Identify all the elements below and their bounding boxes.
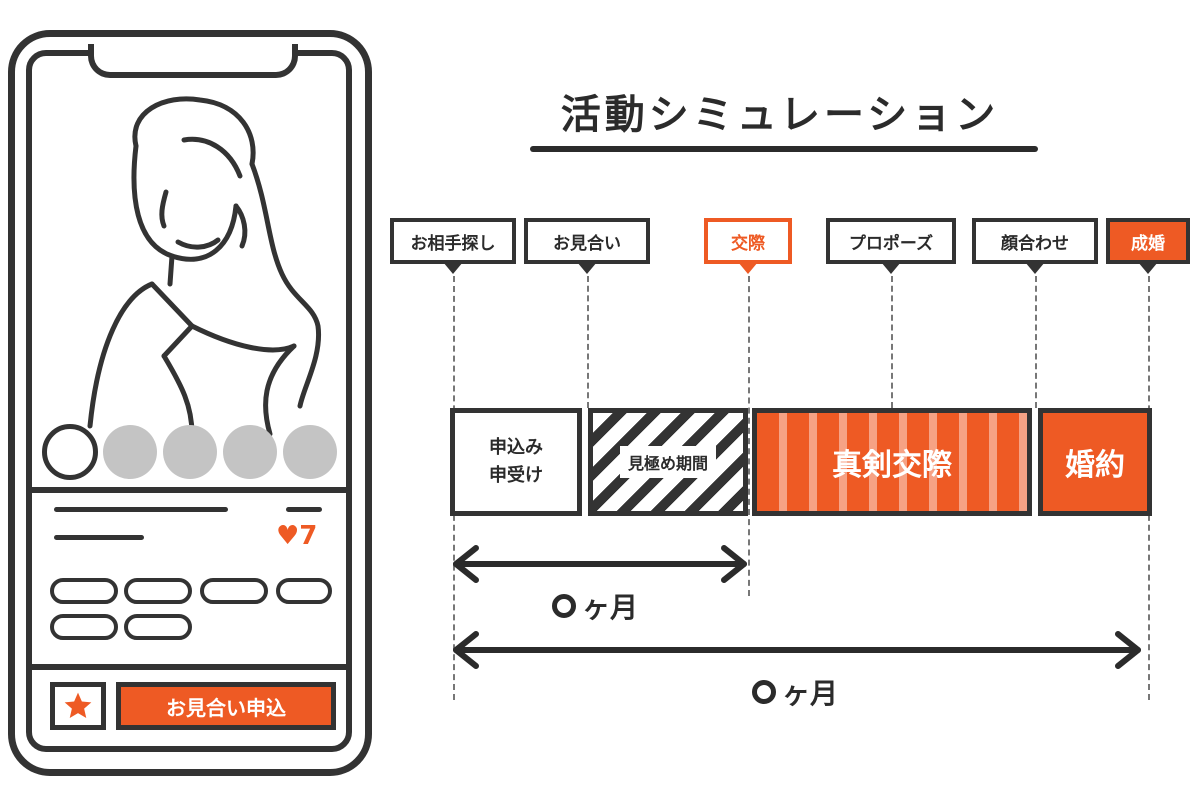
tag-pill[interactable] [276,578,332,604]
guide-line [748,276,750,596]
photo-thumb[interactable] [103,425,157,479]
phone-notch [88,44,298,78]
photo-thumb-active[interactable] [42,424,98,480]
page-title: 活動シミュレーション [560,92,1000,138]
circle-placeholder-icon [752,680,776,704]
guide-line [1035,276,1037,408]
phase-label: 申込み [489,437,543,458]
tag-pointer [577,262,597,274]
like-count: ♥7 [276,521,318,551]
duration-label-long: ヶ月 [752,672,838,712]
tag-pill[interactable] [200,578,268,604]
photo-thumb[interactable] [283,425,337,479]
text-placeholder-line [286,507,322,512]
star-icon [64,692,92,718]
milestone-tag: プロポーズ [826,218,956,264]
profile-illustration [87,96,322,436]
milestone-tag: 成婚 [1106,218,1190,264]
text-placeholder-line [54,535,144,540]
duration-arrow-long [453,631,1141,669]
tag-pointer [443,262,463,274]
milestone-tag: お見合い [524,218,650,264]
tag-pill[interactable] [124,578,192,604]
guide-line [587,276,589,408]
phone-screen [26,50,352,752]
phase-application: 申込み 申受け [450,408,582,516]
tag-pointer [1138,262,1158,274]
milestone-tag: 交際 [704,218,792,264]
tag-pill[interactable] [50,614,118,640]
duration-arrow-short [453,545,747,583]
phase-label: 婚約 [1065,448,1125,483]
tag-pointer [1025,262,1045,274]
title-underline [530,146,1038,152]
circle-placeholder-icon [552,594,576,618]
phase-label: 申受け [489,465,543,486]
tag-pill[interactable] [124,614,192,640]
phase-label: 見極め期間 [619,446,716,478]
duration-label-short: ヶ月 [552,586,638,626]
photo-thumb[interactable] [163,425,217,479]
tag-pill[interactable] [50,578,118,604]
guide-line [891,276,893,408]
divider [32,664,346,670]
phase-engagement: 婚約 [1038,408,1152,516]
tag-pointer [738,262,758,274]
apply-omiai-button[interactable]: お見合い申込 [116,682,336,730]
favorite-button[interactable] [50,682,106,730]
milestone-tag: お相手探し [390,218,516,264]
text-placeholder-line [54,507,228,512]
divider [32,487,346,493]
phase-evaluation: 見極め期間 [588,408,748,516]
milestone-tag: 顔合わせ [972,218,1098,264]
tag-pointer [881,262,901,274]
phase-label: 真剣交際 [832,448,952,483]
phase-serious-dating: 真剣交際 [752,408,1032,516]
photo-thumb[interactable] [223,425,277,479]
